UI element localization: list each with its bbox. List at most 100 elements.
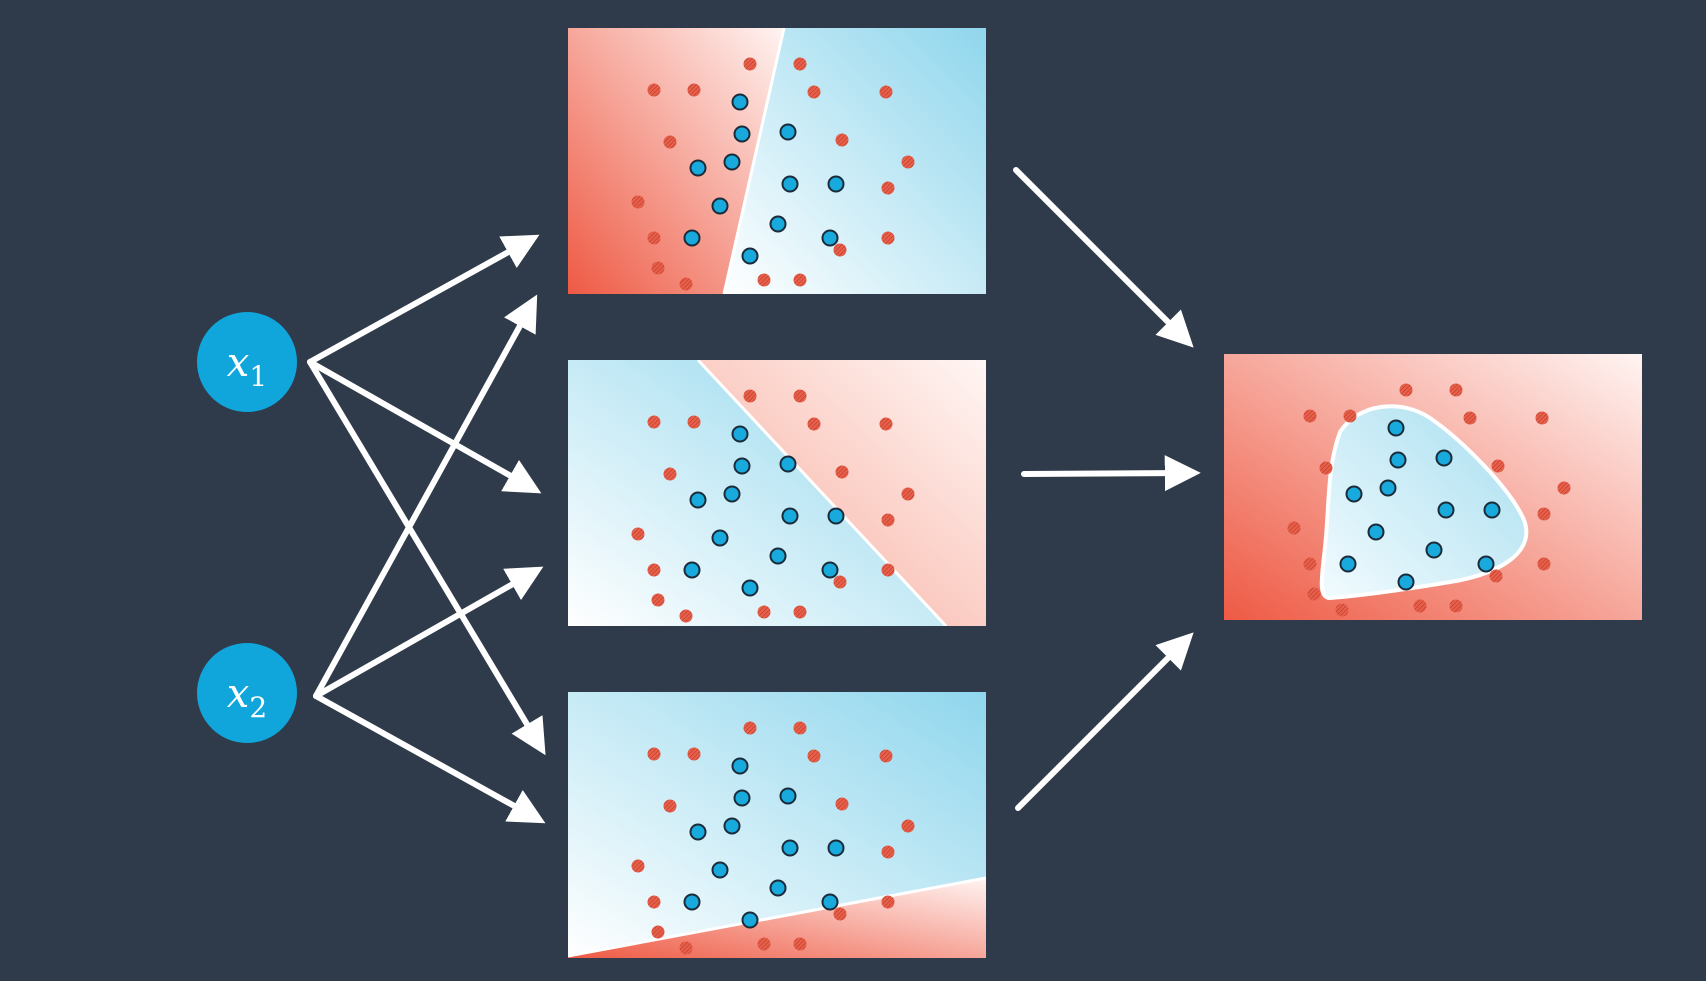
negative-point <box>1449 599 1463 613</box>
decision-boundary <box>568 876 986 958</box>
negative-point <box>881 895 895 909</box>
negative-point <box>793 605 807 619</box>
positive-point <box>769 879 787 897</box>
positive-point <box>683 893 701 911</box>
positive-point <box>1367 523 1385 541</box>
hidden-to-output-arrows <box>1013 167 1201 811</box>
negative-point <box>881 231 895 245</box>
negative-point <box>651 925 665 939</box>
negative-point <box>647 747 661 761</box>
negative-point <box>631 859 645 873</box>
positive-point <box>689 823 707 841</box>
negative-point <box>879 749 893 763</box>
positive-point <box>733 457 751 475</box>
positive-point <box>1345 485 1363 503</box>
arrow-h3-to-out <box>1015 632 1194 811</box>
input-node-x2: x2 <box>197 643 297 743</box>
negative-point <box>631 527 645 541</box>
positive-point <box>821 229 839 247</box>
negative-point <box>793 57 807 71</box>
negative-point <box>793 721 807 735</box>
positive-point <box>741 579 759 597</box>
negative-point <box>881 181 895 195</box>
decision-boundary <box>696 360 948 626</box>
negative-point <box>793 937 807 951</box>
negative-point <box>1399 383 1413 397</box>
negative-point <box>1303 409 1317 423</box>
negative-point <box>901 487 915 501</box>
negative-point <box>1343 409 1357 423</box>
input-node-x1: x1 <box>197 312 297 412</box>
negative-point <box>1413 599 1427 613</box>
negative-point <box>835 133 849 147</box>
positive-point <box>723 485 741 503</box>
negative-point <box>679 941 693 955</box>
negative-point <box>647 415 661 429</box>
hidden-panel-2 <box>568 360 986 626</box>
negative-point <box>679 277 693 291</box>
input-node-label: x2 <box>227 671 267 724</box>
positive-point <box>723 817 741 835</box>
negative-point <box>757 937 771 951</box>
arrow-h1-to-out <box>1013 167 1194 348</box>
negative-point <box>833 907 847 921</box>
arrow-x2-to-h3 <box>313 693 546 824</box>
negative-point <box>879 417 893 431</box>
negative-point <box>835 797 849 811</box>
decision-boundary <box>722 28 786 294</box>
negative-point <box>793 389 807 403</box>
positive-point <box>821 893 839 911</box>
negative-point <box>879 85 893 99</box>
positive-point <box>769 215 787 233</box>
negative-point <box>647 83 661 97</box>
negative-point <box>631 195 645 209</box>
positive-point <box>731 93 749 111</box>
positive-point <box>1379 479 1397 497</box>
negative-point <box>1537 557 1551 571</box>
negative-point <box>743 57 757 71</box>
negative-point <box>881 513 895 527</box>
points-group <box>631 389 915 623</box>
positive-point <box>827 175 845 193</box>
points-group <box>1287 383 1571 617</box>
arrow-x2-to-h2 <box>313 566 544 699</box>
arrow-x2-to-h1 <box>313 294 538 699</box>
negative-point <box>835 465 849 479</box>
negative-point <box>687 747 701 761</box>
positive-point <box>1397 573 1415 591</box>
positive-point <box>781 175 799 193</box>
negative-point <box>647 231 661 245</box>
positive-point <box>1435 449 1453 467</box>
negative-point <box>687 83 701 97</box>
positive-point <box>821 561 839 579</box>
positive-point <box>769 547 787 565</box>
positive-point <box>733 789 751 807</box>
negative-point <box>1307 587 1321 601</box>
negative-point <box>663 135 677 149</box>
negative-point <box>1489 569 1503 583</box>
input-node-circle <box>197 312 297 412</box>
positive-point <box>1339 555 1357 573</box>
negative-point <box>807 749 821 763</box>
arrow-x1-to-h3 <box>307 359 546 756</box>
negative-point <box>1463 411 1477 425</box>
input-node-label: x1 <box>227 340 267 393</box>
positive-point <box>741 911 759 929</box>
negative-point <box>881 845 895 859</box>
region-positive <box>724 28 986 294</box>
negative-point <box>833 575 847 589</box>
points-group <box>631 721 915 955</box>
negative-point <box>901 819 915 833</box>
negative-point <box>1535 411 1549 425</box>
output-panel <box>1224 354 1642 620</box>
points-group <box>631 57 915 291</box>
negative-point <box>881 563 895 577</box>
positive-point <box>733 125 751 143</box>
negative-point <box>1303 557 1317 571</box>
positive-point <box>683 229 701 247</box>
negative-point <box>663 799 677 813</box>
positive-point <box>779 455 797 473</box>
hidden-panel-3 <box>568 692 986 958</box>
positive-point <box>711 529 729 547</box>
